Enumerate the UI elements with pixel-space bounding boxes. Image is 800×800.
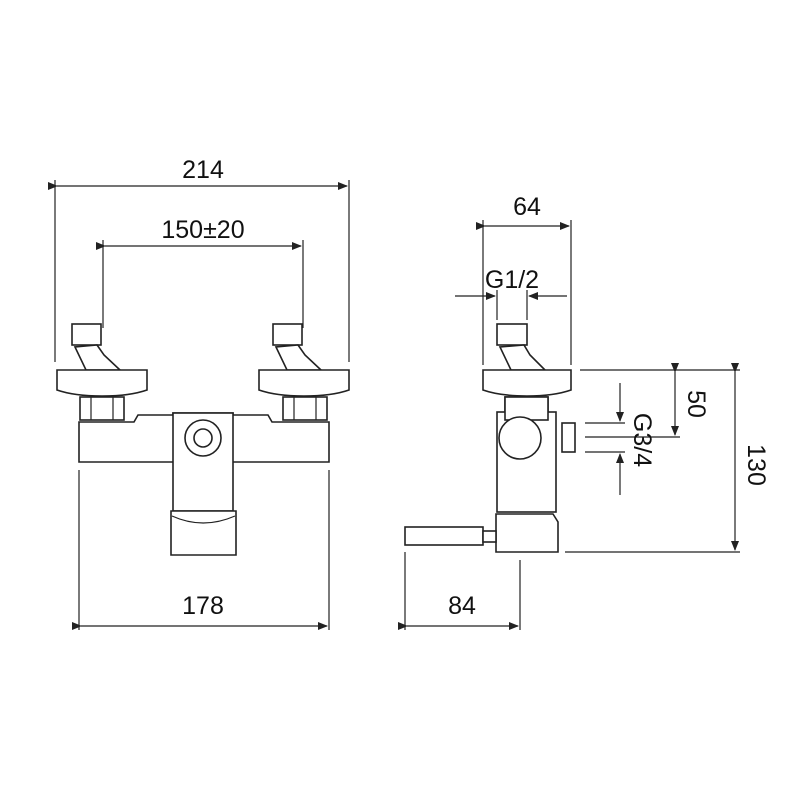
dimension-label: 178	[182, 592, 224, 620]
lever-base	[170, 510, 237, 556]
dimension-label: G3/4	[628, 413, 656, 467]
lever-base-side	[495, 513, 559, 553]
side-view: 64 G1/2 50	[398, 193, 770, 630]
dimension-178: 178	[72, 470, 330, 630]
inlet-fitting	[496, 323, 528, 346]
dimension-50: 50	[580, 363, 740, 438]
lever-stem	[482, 530, 497, 543]
nut-front	[504, 396, 549, 421]
flange	[482, 369, 572, 397]
dimension-g12: G1/2	[455, 266, 567, 320]
dimension-label: 50	[682, 390, 710, 418]
lever-handle	[404, 526, 484, 546]
lever-curve	[171, 515, 236, 524]
dimension-214: 214	[48, 156, 350, 362]
dimension-g34: G3/4	[585, 383, 656, 495]
dimension-130: 130	[565, 363, 770, 553]
dimension-label: 130	[742, 444, 770, 486]
dimension-64: 64	[476, 193, 572, 365]
outlet-connector	[561, 422, 576, 453]
front-view: 214 150±20	[48, 156, 350, 630]
dimension-84: 84	[398, 552, 521, 630]
outlet-inner-circle	[193, 428, 213, 448]
right-inlet	[258, 323, 350, 421]
dimension-150: 150±20	[96, 216, 304, 328]
dimension-label: G1/2	[485, 266, 539, 294]
dimension-label: 64	[513, 193, 541, 221]
left-inlet	[56, 323, 148, 421]
dimension-label: 214	[182, 156, 224, 184]
dimension-label: 84	[448, 592, 476, 620]
ball	[498, 416, 542, 460]
dimension-label: 150±20	[161, 216, 244, 244]
inlet-neck	[498, 344, 547, 371]
